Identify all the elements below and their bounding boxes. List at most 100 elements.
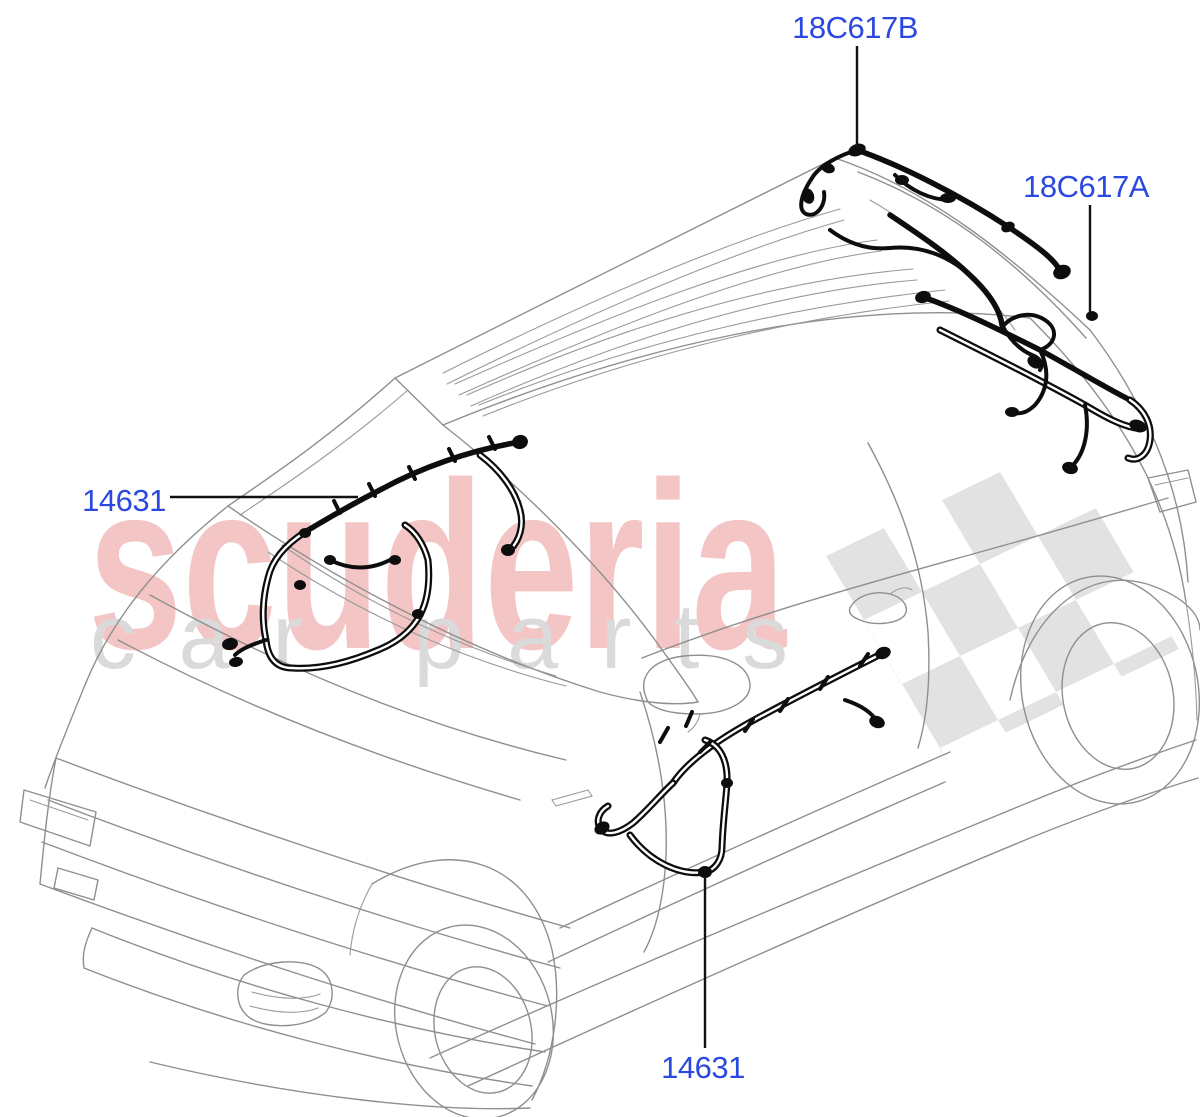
grille-slat bbox=[47, 799, 561, 969]
hood-crease bbox=[149, 594, 567, 761]
harness-tailgate-lower bbox=[920, 294, 1154, 470]
rear-bumper-corner bbox=[1185, 601, 1198, 721]
a-pillar-left-inner bbox=[239, 389, 409, 516]
roof-rib bbox=[466, 268, 914, 396]
rocker-bottom bbox=[429, 739, 1197, 1059]
connector-blob bbox=[412, 609, 424, 619]
grille-top bbox=[55, 757, 571, 929]
wiring-harnesses bbox=[222, 143, 1154, 878]
door-handle bbox=[848, 592, 908, 625]
a-pillar-left bbox=[227, 377, 396, 507]
harness-branch-core bbox=[478, 453, 523, 552]
door-front-edge bbox=[639, 691, 667, 953]
roof-rib bbox=[482, 300, 950, 417]
spoiler-inner-edge bbox=[857, 171, 1087, 339]
connector-blob bbox=[1027, 355, 1043, 369]
connector-blobs bbox=[222, 143, 1147, 878]
connector-blob bbox=[501, 544, 515, 556]
rocker-bottom bbox=[467, 777, 1199, 1087]
connector-blob bbox=[324, 555, 336, 565]
body-left-silhouette bbox=[44, 505, 229, 789]
callouts: 18C617B 18C617A 14631 14631 bbox=[82, 10, 1150, 1085]
connector-blob bbox=[875, 646, 891, 660]
front-wheel-arch bbox=[371, 859, 558, 1101]
roof-rib bbox=[454, 239, 878, 385]
connector-blob bbox=[721, 778, 733, 788]
harness-branch bbox=[328, 558, 392, 570]
roof-rib bbox=[446, 219, 845, 385]
rear-wheel-arch bbox=[1009, 579, 1200, 701]
connector-blob bbox=[1005, 407, 1019, 417]
sill-line bbox=[547, 781, 946, 963]
harness-branch bbox=[828, 228, 977, 282]
grille-left-edge bbox=[39, 757, 57, 885]
watermark-layer: scuderia car parts bbox=[88, 434, 1179, 761]
fender-vent bbox=[551, 789, 593, 807]
connector-stub bbox=[367, 482, 377, 498]
harness-end bbox=[233, 638, 268, 657]
connector-blob bbox=[1129, 419, 1147, 433]
harness-trunk bbox=[854, 147, 1065, 278]
harness-rear-door bbox=[594, 649, 887, 877]
connector-stub bbox=[818, 675, 830, 691]
roof-rib bbox=[442, 208, 841, 374]
cowl-line bbox=[227, 505, 699, 705]
connector-blob bbox=[294, 580, 306, 590]
roof-left-edge bbox=[394, 157, 836, 379]
headlight-inner bbox=[29, 799, 89, 821]
harness-front-door bbox=[233, 435, 526, 672]
fog-lamp-slat bbox=[249, 1005, 319, 1013]
callout-tailgate-upper[interactable]: 18C617B bbox=[792, 10, 918, 45]
grille-bottom bbox=[39, 883, 536, 1045]
mirror-stalk bbox=[687, 713, 701, 733]
checkered-flag-watermark bbox=[826, 444, 1179, 761]
connector-stub bbox=[743, 717, 755, 733]
connector-blob bbox=[222, 637, 238, 651]
callout-tailgate-lower[interactable]: 18C617A bbox=[1023, 169, 1150, 204]
connector-blob bbox=[1086, 311, 1098, 321]
headlight bbox=[19, 789, 97, 847]
door-mirror bbox=[643, 654, 751, 715]
tail-lamp-inner bbox=[1154, 477, 1189, 486]
tailgate-top-edge bbox=[834, 157, 1091, 331]
hood-crease bbox=[117, 639, 521, 801]
front-lip bbox=[149, 1061, 531, 1110]
connector-stub bbox=[447, 447, 457, 463]
harness-bottom-run-core bbox=[628, 738, 729, 874]
connector-blob bbox=[848, 143, 866, 157]
connector-blob bbox=[1001, 221, 1015, 233]
bumper-top bbox=[91, 927, 546, 1053]
front-tire bbox=[393, 924, 555, 1117]
harness-branch bbox=[698, 740, 712, 754]
connector-stub bbox=[407, 465, 417, 481]
callout-rear-door[interactable]: 14631 bbox=[661, 1050, 745, 1085]
wiper-arc bbox=[281, 544, 557, 677]
front-fender-bottom bbox=[349, 883, 373, 956]
harness-bottom-run bbox=[626, 736, 731, 877]
car-outline bbox=[19, 157, 1200, 1117]
bumper-mid bbox=[83, 967, 533, 1087]
door-handle-notch bbox=[889, 587, 913, 595]
connector-blob bbox=[594, 821, 610, 835]
connector-blob bbox=[915, 290, 931, 304]
harness-branch bbox=[1010, 348, 1049, 416]
connector-stub bbox=[332, 499, 342, 515]
rear-wheel-rim bbox=[1061, 622, 1175, 770]
callout-front-door[interactable]: 14631 bbox=[82, 483, 166, 518]
watermark-tagline-text: car parts bbox=[90, 586, 788, 688]
harness-loop-core bbox=[262, 523, 430, 670]
b-pillar bbox=[867, 442, 930, 749]
harness-curl-core bbox=[1126, 398, 1152, 461]
connector-blob bbox=[940, 193, 956, 203]
harness-branch bbox=[658, 726, 670, 744]
connector-blob bbox=[389, 555, 401, 565]
belt-line bbox=[641, 497, 1169, 659]
tail-lamp bbox=[1147, 469, 1197, 513]
harness-branch bbox=[1068, 403, 1089, 470]
tailgate-side-edge bbox=[1089, 329, 1189, 583]
connector-blob bbox=[1062, 461, 1078, 475]
harness-loop-core bbox=[596, 781, 675, 835]
roof-right-edge bbox=[442, 312, 1031, 426]
connector-blob bbox=[801, 188, 815, 204]
